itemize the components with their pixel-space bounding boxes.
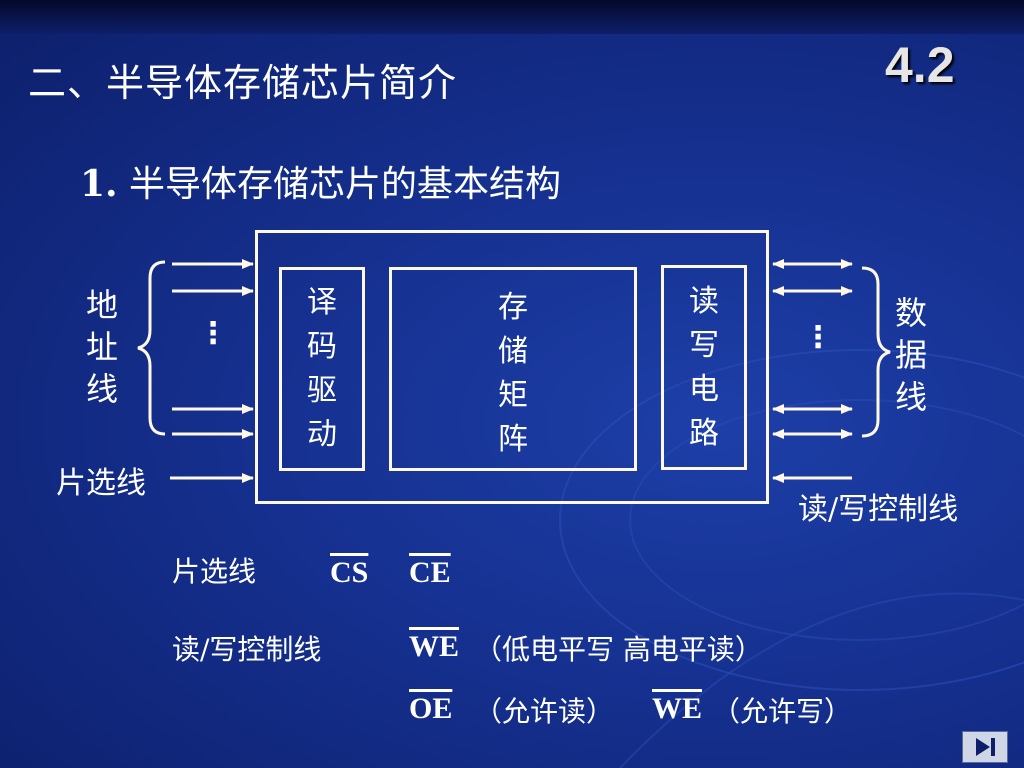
next-slide-icon [976, 738, 995, 756]
decoder-char: 动 [307, 417, 337, 452]
cs-signal: CS [330, 556, 369, 589]
data-ellipsis: ⋮ [803, 320, 833, 355]
decoder-block: 译 码 驱 动 [279, 267, 365, 471]
rw-control-line-label: 读/写控制线 [798, 492, 959, 527]
data-lines-label: 数 据 线 [895, 292, 927, 418]
address-ellipsis: ⋮ [198, 316, 228, 351]
decoder-char: 驱 [307, 373, 337, 408]
data-label-char: 据 [895, 336, 928, 374]
matrix-char: 存 [498, 290, 528, 325]
rw-circuit-char: 路 [689, 415, 719, 451]
chip-outline [255, 230, 769, 504]
rw-circuit-char: 读 [689, 283, 719, 319]
we-signal: WE [409, 630, 460, 663]
address-lines-label: 地 址 线 [86, 284, 118, 410]
chip-select-line-label: 片选线 [56, 466, 146, 501]
decoder-char: 码 [307, 329, 337, 364]
section-number: 4.2 [885, 37, 955, 93]
next-slide-button[interactable] [962, 731, 1008, 763]
oe-note: （允许读） [474, 695, 615, 728]
we2-note: （允许写） [712, 695, 853, 728]
decoder-char: 译 [307, 285, 337, 320]
address-label-char: 址 [86, 328, 119, 366]
subtitle-text: 半导体存储芯片的基本结构 [129, 164, 562, 205]
rw-circuit-char: 写 [689, 327, 719, 363]
matrix-char: 阵 [498, 422, 528, 457]
ce-signal: CE [409, 556, 451, 589]
address-label-char: 线 [86, 370, 119, 408]
we2-signal: WE [652, 692, 703, 725]
rw-circuit-block: 读 写 电 路 [661, 265, 747, 470]
slide-title: 二、半导体存储芯片简介 [28, 61, 458, 105]
we-note: （低电平写 高电平读） [474, 633, 763, 666]
top-bar [0, 0, 1024, 34]
chip-select-legend-label: 片选线 [172, 555, 257, 588]
data-label-char: 数 [895, 294, 928, 332]
subtitle: 1. 半导体存储芯片的基本结构 [80, 155, 561, 207]
matrix-char: 储 [498, 334, 528, 369]
data-brace [861, 266, 891, 438]
oe-signal: OE [409, 692, 453, 725]
address-label-char: 地 [86, 286, 119, 324]
subtitle-number: 1. [80, 163, 118, 205]
storage-matrix-block: 存 储 矩 阵 [389, 267, 637, 471]
rw-legend-label: 读/写控制线 [172, 633, 322, 666]
matrix-char: 矩 [498, 378, 528, 413]
rw-circuit-char: 电 [689, 371, 719, 407]
address-brace [137, 260, 166, 436]
data-label-char: 线 [895, 378, 928, 416]
